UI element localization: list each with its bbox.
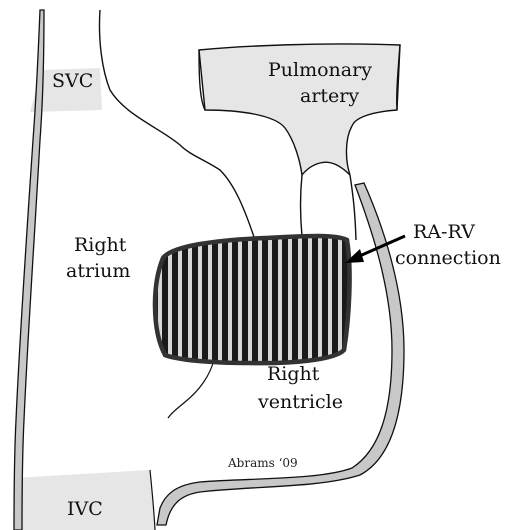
pulmonary-label-line1: Pulmonary xyxy=(268,59,372,81)
right-atrium-label-line2: atrium xyxy=(66,260,130,282)
patch-stripe xyxy=(312,228,318,373)
right-ventricle-label-line1: Right xyxy=(267,363,320,385)
patch-stripe xyxy=(302,228,308,373)
patch-stripe xyxy=(292,228,298,373)
patch-stripe xyxy=(282,228,288,373)
left-wall xyxy=(14,10,44,530)
svc-right-border xyxy=(99,10,255,240)
connection-label-line2: connection xyxy=(395,247,501,269)
patch-stripe xyxy=(322,228,328,373)
patch-stripe xyxy=(222,228,228,373)
artist-signature: Abrams ‘09 xyxy=(227,456,298,470)
right-ventricle-label-line2: ventricle xyxy=(257,391,343,413)
pulmonary-label-line2: artery xyxy=(300,85,359,107)
connection-label-line1: RA-RV xyxy=(413,221,475,243)
patch-stripe xyxy=(332,228,338,373)
interior-line xyxy=(168,360,214,418)
patch-stripe xyxy=(242,228,248,373)
svc-label: SVC xyxy=(52,70,93,92)
patch-stripe xyxy=(272,228,278,373)
patch-stripe xyxy=(192,228,198,373)
patch-stripe xyxy=(252,228,258,373)
patch-stripe xyxy=(262,228,268,373)
right-atrium-label-line1: Right xyxy=(74,234,127,256)
patch-stripe xyxy=(202,228,208,373)
patch-stripe xyxy=(232,228,238,373)
patch-stripe xyxy=(352,228,358,373)
patch-stripe xyxy=(212,228,218,373)
ivc-label: IVC xyxy=(67,498,103,520)
pulmonary-root-lines xyxy=(301,175,357,240)
